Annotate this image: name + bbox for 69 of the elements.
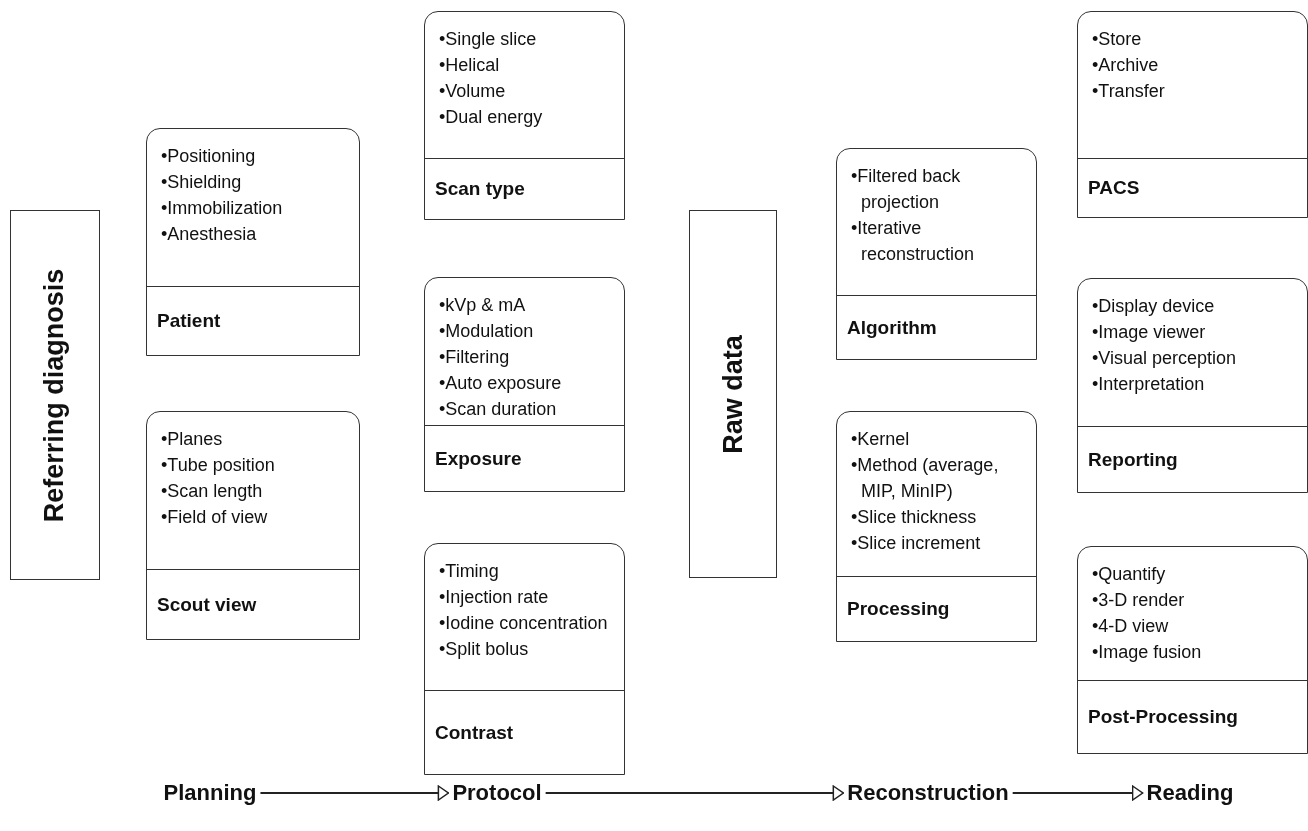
bullet-item: •Interpretation xyxy=(1092,373,1206,396)
bullet-item: •Iterative reconstruction xyxy=(851,217,976,266)
bullet-item: •Kernel xyxy=(851,428,911,451)
bullet-item: •Image viewer xyxy=(1092,321,1207,344)
arrow xyxy=(544,785,845,801)
bullet-item: •Filtered back projection xyxy=(851,165,962,214)
stage-label: Planning xyxy=(163,780,257,806)
bullet-item: •Filtering xyxy=(439,346,511,369)
vertical-label-box xyxy=(689,210,777,578)
bullet-item: •Positioning xyxy=(161,145,257,168)
card-heading: Reporting xyxy=(1078,426,1307,492)
bullet-item: •Helical xyxy=(439,54,501,77)
step-card xyxy=(836,411,1037,642)
bullet-item: •Injection rate xyxy=(439,586,550,609)
bullet-item: •Method (average, MIP, MinIP) xyxy=(851,454,1000,503)
card-heading: Scout view xyxy=(147,569,359,639)
stage-label: Protocol xyxy=(452,780,542,806)
card-heading: PACS xyxy=(1078,158,1307,217)
bullet-item: •kVp & mA xyxy=(439,294,527,317)
step-card xyxy=(836,148,1037,360)
step-card xyxy=(424,277,625,492)
bullet-item: •Iodine concentration xyxy=(439,612,609,635)
step-card xyxy=(1077,11,1308,218)
bullet-item: •Timing xyxy=(439,560,500,583)
bullet-item: •Scan duration xyxy=(439,398,558,421)
bullet-item: •Modulation xyxy=(439,320,535,343)
bullet-item: •Slice increment xyxy=(851,532,982,555)
bullet-item: •3-D render xyxy=(1092,589,1186,612)
stage-label: Reconstruction xyxy=(847,780,1009,806)
card-heading: Processing xyxy=(837,576,1036,641)
bullet-item: •Immobilization xyxy=(161,197,284,220)
stage-label: Reading xyxy=(1146,780,1234,806)
bullet-item: •Dual energy xyxy=(439,106,544,129)
bullet-item: •4-D view xyxy=(1092,615,1170,638)
bullet-item: •Anesthesia xyxy=(161,223,258,246)
bullet-item: •Shielding xyxy=(161,171,243,194)
bullet-item: •Archive xyxy=(1092,54,1160,77)
bullet-item: •Transfer xyxy=(1092,80,1166,103)
bullet-item: •Image fusion xyxy=(1092,641,1203,664)
card-heading: Post-Processing xyxy=(1078,680,1307,753)
arrow xyxy=(1011,785,1144,801)
step-card xyxy=(146,411,360,640)
bullet-item: •Tube position xyxy=(161,454,276,477)
step-card xyxy=(146,128,360,356)
vertical-label: Referring diagnosis xyxy=(39,268,71,522)
bullet-item: •Display device xyxy=(1092,295,1216,318)
vertical-label: Raw data xyxy=(717,334,749,454)
bullet-item: •Scan length xyxy=(161,480,264,503)
step-card xyxy=(424,11,625,220)
vertical-label-box xyxy=(10,210,100,580)
card-heading: Patient xyxy=(147,286,359,355)
bullet-item: •Planes xyxy=(161,428,224,451)
bullet-item: •Field of view xyxy=(161,506,269,529)
bullet-item: •Visual perception xyxy=(1092,347,1238,370)
bullet-item: •Single slice xyxy=(439,28,538,51)
arrow xyxy=(259,785,450,801)
card-heading: Contrast xyxy=(425,690,624,774)
step-card xyxy=(1077,546,1308,754)
bullet-item: •Store xyxy=(1092,28,1143,51)
card-heading: Exposure xyxy=(425,425,624,491)
step-card xyxy=(1077,278,1308,493)
bullet-item: •Auto exposure xyxy=(439,372,563,395)
step-card xyxy=(424,543,625,775)
card-heading: Algorithm xyxy=(837,295,1036,359)
bullet-item: •Split bolus xyxy=(439,638,530,661)
bullet-item: •Volume xyxy=(439,80,507,103)
card-heading: Scan type xyxy=(425,158,624,219)
bullet-item: •Slice thickness xyxy=(851,506,978,529)
bullet-item: •Quantify xyxy=(1092,563,1167,586)
